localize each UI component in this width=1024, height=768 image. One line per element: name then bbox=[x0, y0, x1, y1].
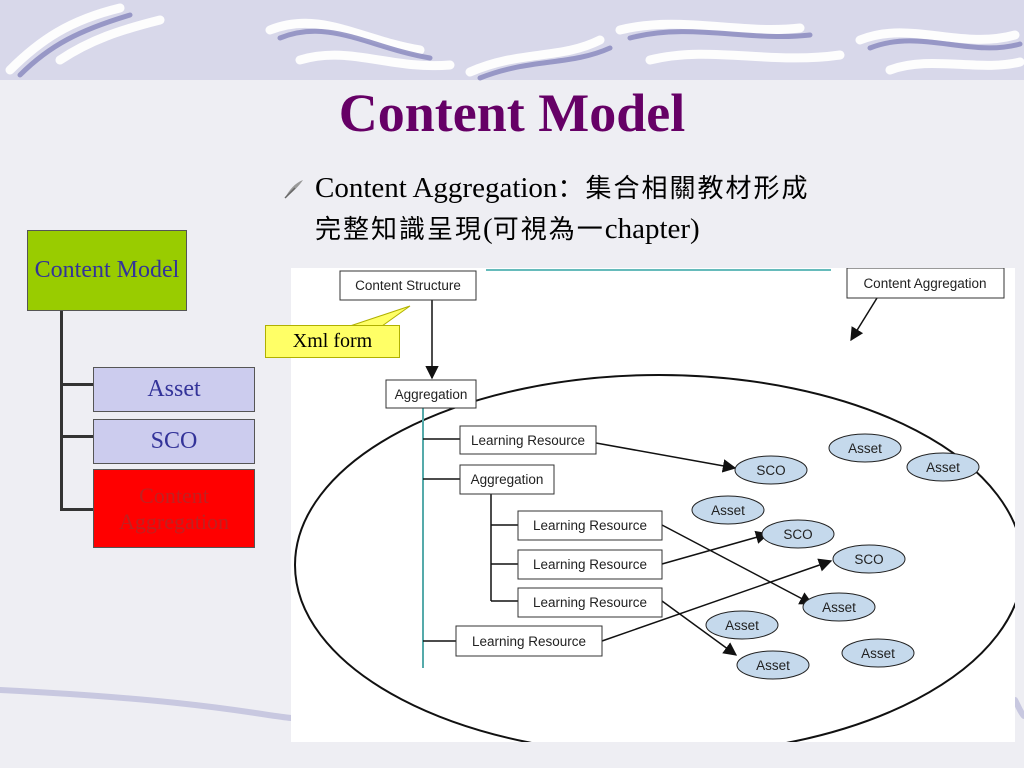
content-aggregation-diagram-label: Content Aggregation bbox=[863, 276, 986, 291]
page-title: Content Model bbox=[338, 83, 686, 143]
bullet-text-cjk-3: 可視為一 bbox=[492, 215, 605, 245]
asset-node-7: Asset bbox=[841, 638, 915, 668]
asset-label-6: Asset bbox=[756, 658, 790, 673]
content-aggregation-diagram: Content Structure Content Aggregation Ag… bbox=[291, 268, 1015, 742]
learning-resource-node-1: Learning Resource bbox=[459, 425, 597, 455]
asset-label-4: Asset bbox=[822, 600, 856, 615]
arrow-lr5-sco3 bbox=[601, 558, 833, 642]
aggregation-inner-node: Aggregation bbox=[459, 464, 555, 495]
learning-resource-label-5: Learning Resource bbox=[472, 634, 586, 649]
sco-label-3: SCO bbox=[854, 552, 883, 567]
asset-box: Asset bbox=[93, 367, 255, 412]
tree-trunk bbox=[60, 311, 63, 511]
learning-resource-node-3: Learning Resource bbox=[517, 549, 663, 580]
sco-node-3: SCO bbox=[832, 544, 906, 574]
sco-label-1: SCO bbox=[756, 463, 785, 478]
learning-resource-label-4: Learning Resource bbox=[533, 595, 647, 610]
learning-resource-node-2: Learning Resource bbox=[517, 510, 663, 541]
aggregation-ellipse bbox=[294, 374, 1015, 742]
asset-label-5: Asset bbox=[725, 618, 759, 633]
xml-form-callout: Xml form bbox=[265, 325, 400, 358]
aggregation-top-label: Aggregation bbox=[395, 387, 468, 402]
learning-resource-node-5: Learning Resource bbox=[455, 625, 603, 657]
asset-label-7: Asset bbox=[861, 646, 895, 661]
asset-node-3: Asset bbox=[691, 495, 765, 525]
bullet-text-en: Content Aggregation bbox=[315, 172, 558, 204]
bullet-text-cjk-2: 完整知識呈現 bbox=[315, 215, 484, 245]
tree-branch-sco bbox=[60, 435, 93, 438]
diagram-canvas: Content Structure Content Aggregation Ag… bbox=[294, 268, 1015, 742]
sco-label-2: SCO bbox=[783, 527, 812, 542]
aggregation-inner-label: Aggregation bbox=[471, 472, 544, 487]
asset-node-5: Asset bbox=[705, 610, 779, 640]
tree-branch-aggregation bbox=[60, 508, 93, 511]
content-aggregation-label: Content Aggregation bbox=[119, 483, 229, 534]
sco-box: SCO bbox=[93, 419, 255, 464]
content-model-label: Content Model bbox=[34, 256, 180, 283]
aggregation-top-node: Aggregation bbox=[385, 379, 477, 409]
bullet-text: Content Aggregation：集合相關教材形成 完整知識呈現(可視為一… bbox=[315, 168, 1015, 250]
learning-resource-node-4: Learning Resource bbox=[517, 587, 663, 618]
learning-resource-label-3: Learning Resource bbox=[533, 557, 647, 572]
sco-node-2: SCO bbox=[761, 519, 835, 549]
arrow-lr3-sco2 bbox=[661, 530, 770, 565]
arrow-lr2-asset bbox=[661, 524, 814, 605]
learning-resource-label-1: Learning Resource bbox=[471, 433, 585, 448]
learning-resource-label-2: Learning Resource bbox=[533, 518, 647, 533]
xml-form-label: Xml form bbox=[292, 330, 373, 352]
asset-label-1: Asset bbox=[848, 441, 882, 456]
asset-label: Asset bbox=[147, 375, 201, 402]
asset-node-2: Asset bbox=[906, 452, 980, 482]
arrow-lr4-asset bbox=[661, 600, 738, 656]
arrow-lr1-sco1 bbox=[595, 442, 737, 473]
content-structure-node: Content Structure bbox=[339, 270, 477, 301]
bullet-text-tail: chapter) bbox=[604, 213, 700, 245]
sco-node-1: SCO bbox=[734, 455, 808, 485]
content-model-box: Content Model bbox=[27, 230, 187, 311]
asset-node-6: Asset bbox=[736, 650, 810, 680]
asset-node-4: Asset bbox=[802, 592, 876, 622]
asset-node-1: Asset bbox=[828, 433, 902, 463]
bullet-text-cjk-1: ：集合相關教材形成 bbox=[557, 174, 810, 204]
quill-bullet-icon bbox=[284, 180, 303, 199]
content-aggregation-node: Content Aggregation bbox=[846, 268, 1005, 299]
sco-label: SCO bbox=[150, 427, 198, 454]
arrow-label-to-ellipse bbox=[850, 297, 878, 342]
asset-label-3: Asset bbox=[711, 503, 745, 518]
bullet-text-paren: ( bbox=[483, 213, 493, 245]
asset-label-2: Asset bbox=[926, 460, 960, 475]
content-structure-label: Content Structure bbox=[355, 278, 461, 293]
content-aggregation-box: Content Aggregation bbox=[93, 469, 255, 548]
tree-branch-asset bbox=[60, 383, 93, 386]
